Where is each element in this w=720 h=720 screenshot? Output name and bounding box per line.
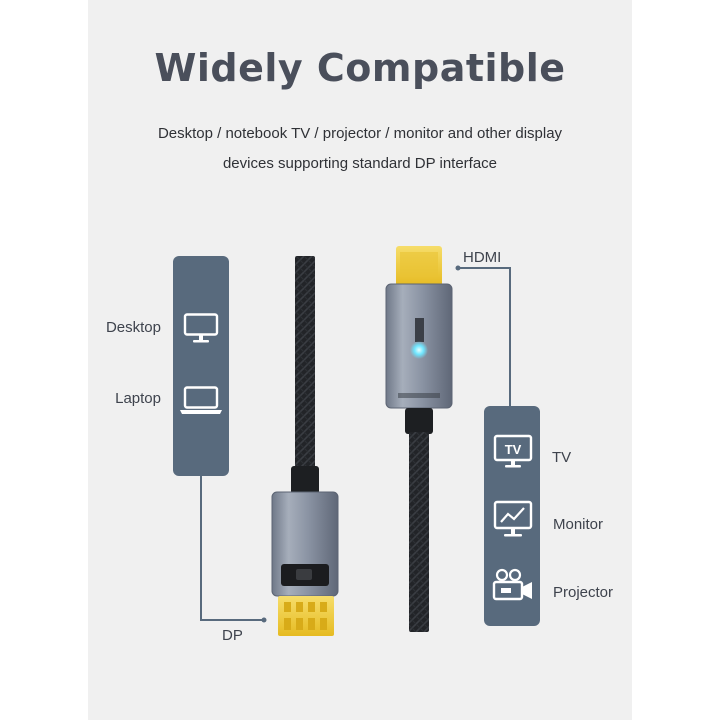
hdmi-cable — [385, 246, 453, 632]
dp-connector-label: DP — [222, 627, 243, 644]
laptop-label: Laptop — [115, 390, 161, 407]
subtitle-line-1: Desktop / notebook TV / projector / moni… — [157, 125, 563, 142]
desktop-monitor-icon — [183, 313, 219, 343]
tv-icon-text: TV — [505, 442, 522, 457]
monitor-label: Monitor — [553, 516, 604, 533]
dp-cable — [271, 256, 339, 636]
monitor-chart-icon — [493, 500, 533, 537]
projector-label: Projector — [553, 584, 614, 601]
tv-icon: TV — [493, 434, 533, 468]
subtitle-line-2: devices supporting standard DP interface — [222, 155, 498, 172]
projector-camera-icon — [492, 568, 532, 601]
source-device-card — [173, 256, 229, 476]
desktop-label: Desktop — [105, 319, 161, 336]
laptop-icon — [180, 386, 222, 414]
tv-label: TV — [552, 449, 572, 466]
hdmi-connector-label: HDMI — [463, 249, 502, 266]
page-title: Widely Compatible — [154, 46, 566, 90]
